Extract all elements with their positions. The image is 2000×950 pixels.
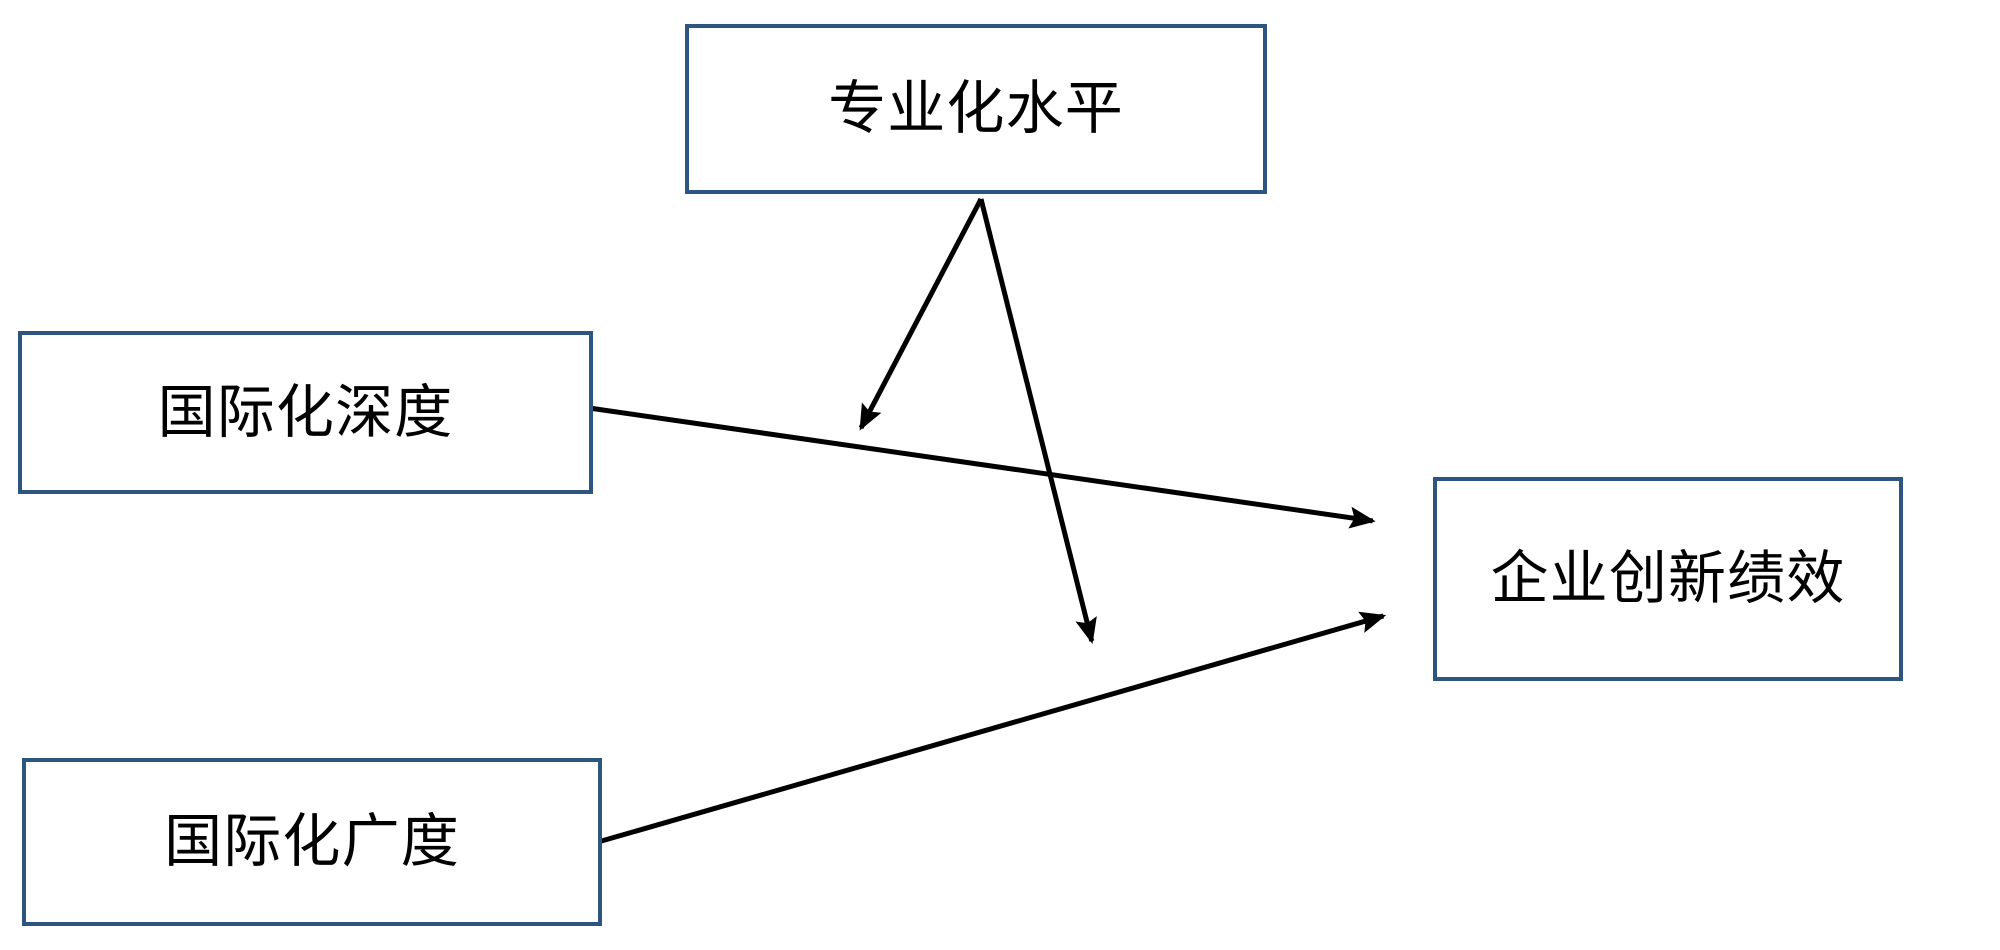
arrow-breadth-to-performance — [597, 611, 1387, 845]
arrow-moderator-on-depth-path — [858, 197, 984, 431]
node-box-independent-breadth[interactable]: 国际化广度 — [22, 758, 602, 926]
node-label-moderator: 专业化水平 — [828, 74, 1124, 143]
node-label-dependent-performance: 企业创新绩效 — [1490, 544, 1846, 613]
arrow-moderator-on-breadth-path — [978, 198, 1097, 645]
node-label-independent-depth: 国际化深度 — [157, 377, 454, 446]
node-box-dependent-performance[interactable]: 企业创新绩效 — [1433, 477, 1903, 681]
node-label-independent-breadth: 国际化广度 — [164, 807, 460, 876]
node-box-moderator[interactable]: 专业化水平 — [685, 24, 1267, 194]
arrow-depth-to-performance — [588, 405, 1376, 529]
node-box-independent-depth[interactable]: 国际化深度 — [18, 331, 593, 494]
